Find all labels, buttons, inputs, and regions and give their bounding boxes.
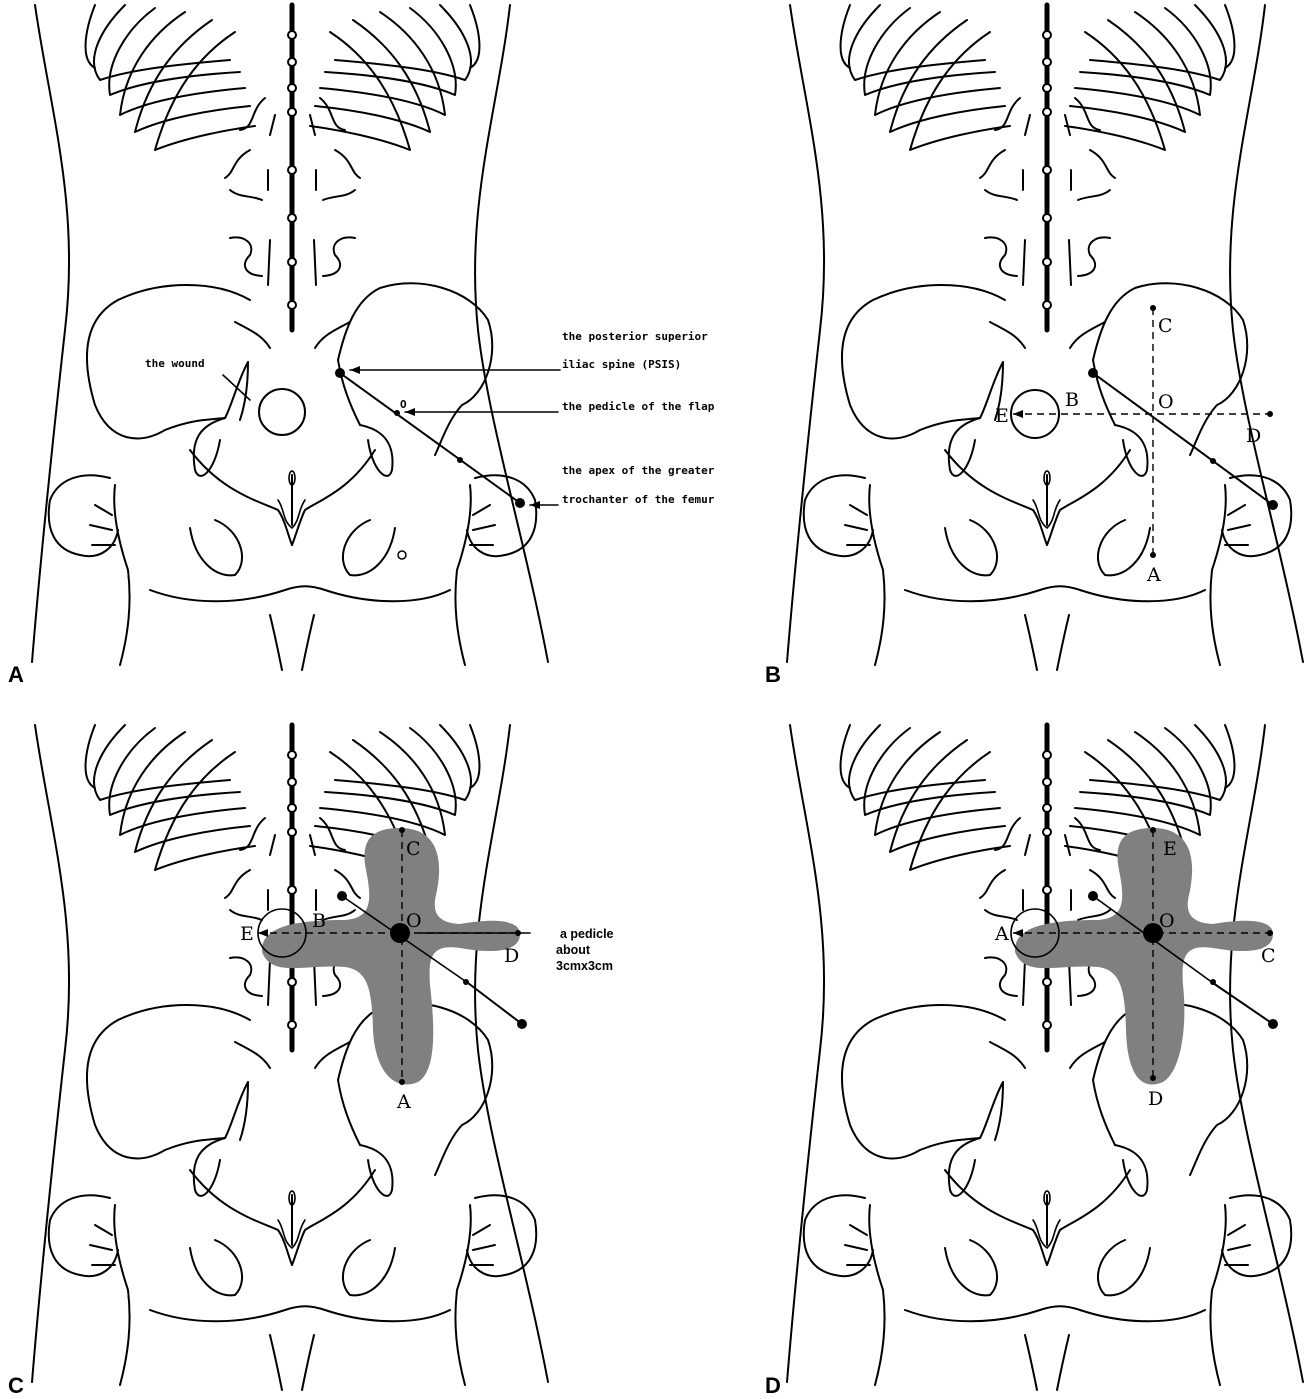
panel-a: the wound O the posterior superior iliac…	[8, 5, 715, 687]
point-e-arrowhead	[1013, 410, 1023, 418]
point-b-label: B	[312, 910, 326, 932]
annotation-trochanter-line1: the apex of the greater	[562, 464, 715, 477]
panel-letter-b: B	[765, 662, 781, 687]
point-b-label: B	[1065, 389, 1079, 411]
flap-shape	[262, 828, 520, 1085]
point-o-label: O	[406, 910, 422, 932]
femur-dot	[463, 979, 469, 985]
point-a-label: A	[396, 1091, 411, 1113]
point-a-dot	[399, 1079, 405, 1085]
psis-dot	[1088, 891, 1098, 901]
psis-dot	[337, 891, 347, 901]
point-c-dot	[399, 827, 405, 833]
point-e-label: E	[995, 405, 1009, 427]
point-c-dot	[1267, 930, 1273, 936]
point-a-arrowhead	[1013, 929, 1023, 937]
point-d-label: D	[504, 945, 519, 967]
point-c-label: C	[406, 838, 421, 860]
point-c-label: C	[1261, 945, 1276, 967]
pedicle-note-line1: a pedicle	[560, 927, 614, 941]
wound-label: the wound	[145, 357, 205, 370]
point-d-dot	[1267, 411, 1273, 417]
panel-letter-c: C	[8, 1373, 24, 1398]
point-a-dot	[1150, 552, 1156, 558]
point-o-label: O	[400, 398, 407, 411]
point-o-label: O	[1158, 391, 1174, 413]
panel-d: E D C A O D	[765, 725, 1303, 1398]
annotation-trochanter-line2: trochanter of the femur	[562, 493, 715, 506]
annotation-psis-line2: iliac spine (PSIS)	[562, 358, 681, 371]
point-e-dot	[1150, 827, 1156, 833]
trochanter-dot	[1268, 500, 1278, 510]
pedicle-note-line2: about	[556, 943, 591, 957]
point-d-label: D	[1246, 425, 1261, 447]
point-e-arrowhead	[258, 929, 268, 937]
psis-arrowhead	[350, 366, 360, 374]
trochanter-dot	[1268, 1019, 1278, 1029]
wound-circle	[259, 389, 305, 435]
pelvis-anatomy	[32, 5, 548, 670]
point-a-label: A	[1146, 564, 1161, 586]
pelvis-anatomy	[787, 5, 1303, 670]
panel-letter-d: D	[765, 1373, 781, 1398]
panel-b: C A D E B O B	[765, 5, 1303, 687]
trochanter-dot	[517, 1019, 527, 1029]
point-o-label: O	[1159, 910, 1175, 932]
psis-trochanter-line	[340, 373, 520, 503]
panel-c: C A D E B O a pedicle about 3cmx3cm C	[8, 725, 614, 1398]
annotation-pedicle: the pedicle of the flap	[562, 400, 715, 413]
flap-shape	[1015, 828, 1273, 1085]
pelvis-anatomy	[787, 725, 1303, 1390]
pedicle-note-line3: 3cmx3cm	[556, 959, 613, 973]
point-e-label: E	[1163, 838, 1177, 860]
point-d-dot	[1150, 1075, 1156, 1081]
femur-dot	[1210, 458, 1216, 464]
point-a-label: A	[994, 923, 1009, 945]
point-c-label: C	[1158, 315, 1173, 337]
point-d-label: D	[1148, 1088, 1163, 1110]
femur-dot	[1210, 979, 1216, 985]
small-ring	[398, 551, 406, 559]
psis-dot	[1088, 368, 1098, 378]
panel-letter-a: A	[8, 662, 24, 687]
pelvis-anatomy	[32, 725, 548, 1390]
point-c-dot	[1150, 305, 1156, 311]
point-e-label: E	[240, 923, 254, 945]
annotation-psis-line1: the posterior superior	[562, 330, 708, 343]
